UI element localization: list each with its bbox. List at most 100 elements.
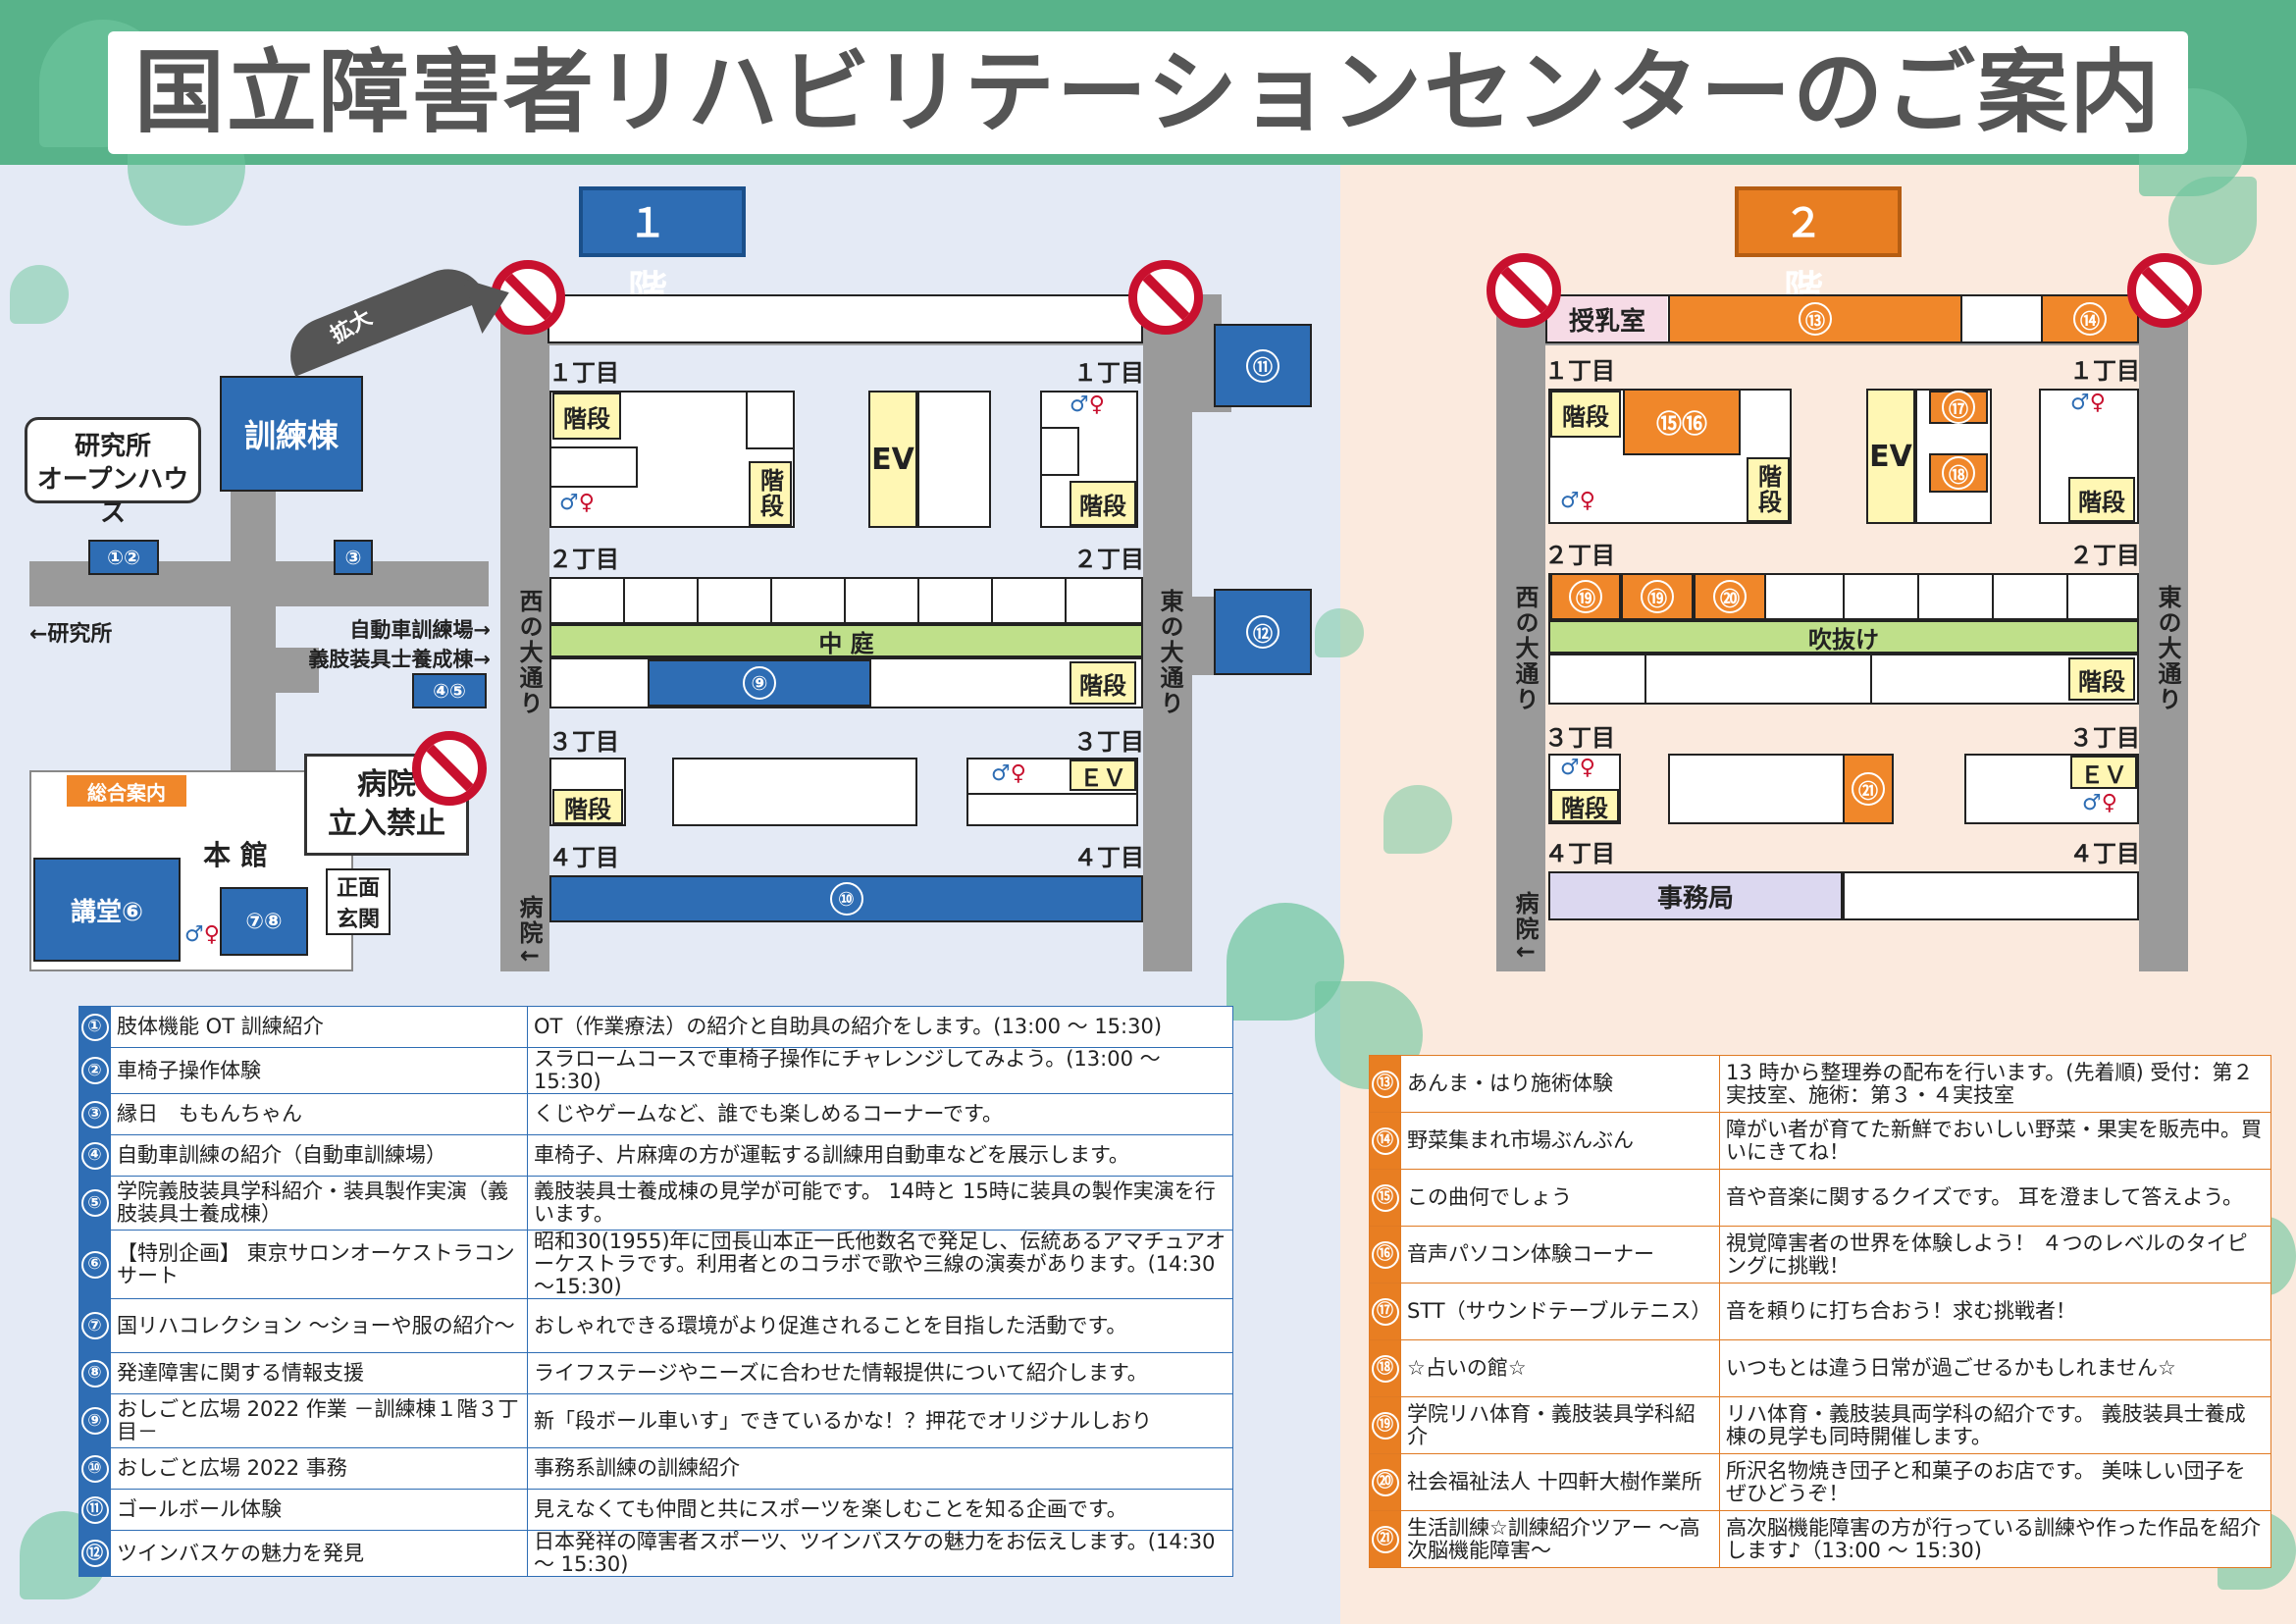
number-badge: ⑭ [1371,1126,1399,1155]
elevator-label: EV [868,391,917,528]
room [549,446,638,488]
divider [770,577,772,624]
event-description: スラロームコースで車椅子操作にチャレンジしてみよう。(13:00 ～ 15:30… [527,1047,1233,1094]
chome-label: ４丁目 [1544,840,1615,867]
number-badge: ① [80,1013,109,1041]
table-row: ⑥【特別企画】 東京サロンオーケストラコンサート昭和30(1955)年に団長山本… [78,1230,1233,1299]
restroom-icon: ♂♀ [2070,391,2106,415]
marker-20: ⑳ [1713,580,1747,613]
marker-9-box[interactable]: ⑨ [648,659,871,707]
event-name: 学院リハ体育・義肢装具学科紹介 [1400,1396,1720,1454]
row-number: ② [78,1047,111,1094]
chome-label: １丁目 [1073,359,1144,387]
marker-1-2-box[interactable]: ①② [88,540,159,575]
event-name: STT（サウンドテーブルテニス） [1400,1283,1720,1340]
stairs-label: 階段 [552,393,621,440]
event-description: 昭和30(1955)年に団長山本正一氏他数名で発足し、伝統あるアマチュアオーケス… [527,1230,1233,1299]
marker-19: ⑲ [1641,580,1674,613]
marker-10-box[interactable]: ⑩ [549,875,1143,922]
event-description: 車椅子、片麻痺の方が運転する訓練用自動車などを展示します。 [527,1134,1233,1177]
number-badge: ⑰ [1371,1297,1399,1326]
auditorium-marker-6[interactable]: 講堂⑥ [33,858,181,962]
marker-4-5-box[interactable]: ④⑤ [412,673,487,708]
restroom-icon: ♂♀ [1560,489,1595,513]
chome-label: ３丁目 [2069,724,2140,752]
number-badge: ⑪ [80,1495,109,1524]
number-badge: ⑮ [1371,1183,1399,1212]
marker-15-16: ⑮⑯ [1655,409,1707,440]
to-lab-label: ←研究所 [29,622,113,647]
row-number: ⑳ [1369,1453,1401,1511]
row-number: ㉑ [1369,1510,1401,1568]
divider [1917,573,1919,620]
front-entrance: 正面玄関 [326,868,391,935]
row-number: ⑬ [1369,1055,1401,1113]
atrium-label: 吹抜け [1548,620,2139,654]
event-name: 社会福祉法人 十四軒大樹作業所 [1400,1453,1720,1511]
east-street-label: 東の大通り [2154,585,2181,712]
floor1-heading: １ 階 [579,186,746,313]
number-badge: ⑧ [80,1359,109,1388]
number-badge: ⑳ [1371,1468,1399,1496]
event-description: 音や音楽に関するクイズです。 耳を澄まして答えよう。 [1719,1169,2271,1227]
event-description: おしゃれできる環境がより促進されることを目指した活動です。 [527,1298,1233,1353]
event-description: いつもとは違う日常が過ごせるかもしれません☆ [1719,1339,2271,1397]
marker-18-box[interactable]: ⑱ [1929,453,1988,493]
event-name: おしごと広場 2022 作業 －訓練棟１階３丁目－ [110,1393,528,1448]
nursing-room: 授乳室 [1547,296,1667,341]
marker-20-box[interactable]: ⑳ [1694,573,1766,620]
event-description: ライフステージやニーズに合わせた情報提供について紹介します。 [527,1352,1233,1394]
marker-11-box[interactable]: ⑪ [1214,324,1312,407]
hospital-road-label: 病院↓ [1511,891,1539,965]
divider [1992,573,1994,620]
row-number: ⑲ [1369,1396,1401,1454]
number-badge: ④ [80,1141,109,1170]
marker-14: ⑭ [2073,302,2107,336]
event-description: くじやゲームなど、誰でも楽しめるコーナーです。 [527,1093,1233,1135]
chome-label: ２丁目 [1544,542,1615,569]
marker-3-box[interactable]: ③ [334,540,373,575]
hospital-line: 立入禁止 [328,807,445,841]
event-name: 自動車訓練の紹介（自動車訓練場） [110,1134,528,1177]
marker-19-box[interactable]: ⑲ [1550,573,1621,620]
divider [2066,573,2068,620]
marker-13-box[interactable]: ⑬ [1668,294,1962,343]
number-badge: ⑲ [1371,1411,1399,1440]
marker-19-box[interactable]: ⑲ [1621,573,1694,620]
training-building: 訓練棟 [220,376,363,492]
event-name: おしごと広場 2022 事務 [110,1447,528,1490]
divider [991,577,993,624]
marker-12-box[interactable]: ⑫ [1214,589,1312,675]
chome-label: ４丁目 [2069,840,2140,867]
marker-7-8-box[interactable]: ⑦⑧ [220,887,308,956]
no-entry-icon [1128,260,1203,335]
no-entry-icon [491,260,565,335]
callout-line: 研究所 [74,432,151,461]
marker-17-box[interactable]: ⑰ [1929,391,1988,424]
marker-14-box[interactable]: ⑭ [2041,294,2139,343]
stairs-label: 階段 [1550,789,1619,822]
row-number: ⑤ [78,1176,111,1231]
divider [697,577,699,624]
divider [966,793,1138,795]
event-name: 縁日 ももんちゃん [110,1093,528,1135]
marker-21-box[interactable]: ㉑ [1843,754,1894,824]
marker-15-16-box[interactable]: ⑮⑯ [1623,389,1741,455]
row-number: ⑧ [78,1352,111,1394]
event-name: 発達障害に関する情報支援 [110,1352,528,1394]
number-badge: ⑱ [1371,1354,1399,1383]
room [672,758,917,826]
stairs-label: 階段 [749,461,792,526]
event-description: 音を頼りに打ち合おう！求む挑戦者！ [1719,1283,2271,1340]
event-description: 高次脳機能障害の方が行っている訓練や作った作品を紹介します♪（13:00 ～ 1… [1719,1510,2271,1568]
